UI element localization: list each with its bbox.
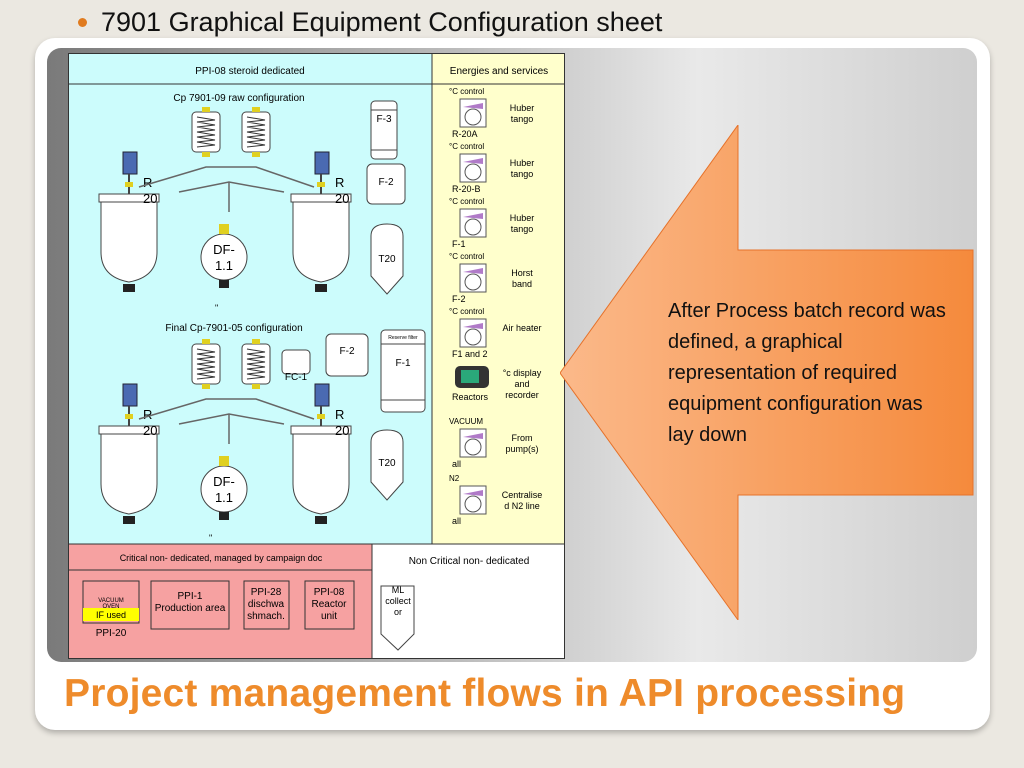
final-config-label: Final Cp-7901-05 configuration — [165, 323, 302, 334]
dryer-filter-df: DF-1.1 — [200, 224, 248, 288]
condenser-coil — [191, 339, 221, 389]
svg-text:R-20-B: R-20-B — [452, 184, 481, 194]
service-item: °C control F1 and 2 Air heater — [449, 307, 542, 359]
svg-text:all: all — [452, 516, 461, 526]
tick-mark: " — [215, 303, 218, 313]
svg-text:F1 and 2: F1 and 2 — [452, 349, 488, 359]
callout-text: After Process batch record was defined, … — [668, 300, 946, 446]
svg-text:T20: T20 — [378, 458, 396, 469]
svg-text:°C control: °C control — [449, 307, 484, 316]
callout-arrow — [560, 125, 974, 620]
slide-title: Project management flows in API processi… — [64, 672, 906, 715]
equipment-diagram: PPI-08 steroid dedicated Energies and se… — [68, 53, 565, 659]
vessel-f1: Reserve filter F-1 — [380, 329, 426, 413]
svg-text:VACUUM: VACUUM — [449, 417, 483, 426]
critical-header: Critical non- dedicated, managed by camp… — [120, 553, 323, 563]
svg-text:Reserve filter: Reserve filter — [388, 335, 418, 341]
condenser-coil — [241, 339, 271, 389]
vessel-f2-lower: F-2 — [325, 333, 369, 377]
svg-text:F-3: F-3 — [377, 114, 392, 125]
svg-text:IF used: IF used — [96, 610, 126, 620]
condenser-coil — [241, 107, 271, 157]
tank-t20-lower: T20 — [370, 429, 404, 501]
tick-mark-2: " — [209, 533, 212, 543]
services-area — [432, 54, 564, 544]
vessel-f2-upper: F-2 — [366, 163, 406, 205]
svg-text:FC-1: FC-1 — [285, 372, 308, 383]
dryer-filter-df: DF-1.1 — [200, 456, 248, 520]
bullet-icon — [78, 17, 87, 27]
svg-text:R20: R20 — [335, 407, 349, 438]
bullet-text: 7901 Graphical Equipment Configuration s… — [101, 6, 663, 37]
noncritical-header: Non Critical non- dedicated — [409, 556, 530, 567]
tank-t20-upper: T20 — [370, 223, 404, 295]
svg-text:F-2: F-2 — [379, 177, 394, 188]
svg-text:R20: R20 — [143, 175, 157, 206]
svg-text:PPI-20: PPI-20 — [96, 628, 127, 639]
svg-text:Reactors: Reactors — [452, 392, 489, 402]
header-services: Energies and services — [450, 66, 548, 77]
svg-text:F-2: F-2 — [340, 346, 355, 357]
bullet-line: 7901 Graphical Equipment Configuration s… — [78, 2, 662, 42]
svg-text:Air heater: Air heater — [502, 323, 541, 333]
svg-text:F-2: F-2 — [452, 294, 466, 304]
diagram-svg: PPI-08 steroid dedicated Energies and se… — [69, 54, 564, 658]
raw-config-label: Cp 7901-09 raw configuration — [173, 93, 304, 104]
svg-text:R-20A: R-20A — [452, 129, 478, 139]
svg-text:R20: R20 — [335, 175, 349, 206]
condenser-coil — [191, 107, 221, 157]
critical-area — [69, 544, 372, 658]
svg-text:°C control: °C control — [449, 197, 484, 206]
vessel-f3: F-3 — [370, 100, 398, 160]
svg-text:all: all — [452, 459, 461, 469]
svg-text:DF-1.1: DF-1.1 — [213, 474, 235, 505]
svg-text:F-1: F-1 — [452, 239, 466, 249]
svg-text:T20: T20 — [378, 254, 396, 265]
svg-text:N2: N2 — [449, 474, 460, 483]
svg-text:DF-1.1: DF-1.1 — [213, 242, 235, 273]
svg-text:°C control: °C control — [449, 252, 484, 261]
header-dedicated: PPI-08 steroid dedicated — [195, 66, 305, 77]
svg-text:F-1: F-1 — [396, 358, 411, 369]
svg-text:R20: R20 — [143, 407, 157, 438]
svg-text:°C control: °C control — [449, 142, 484, 151]
svg-text:°C control: °C control — [449, 87, 484, 96]
filter-fc1: FC-1 — [281, 349, 311, 383]
